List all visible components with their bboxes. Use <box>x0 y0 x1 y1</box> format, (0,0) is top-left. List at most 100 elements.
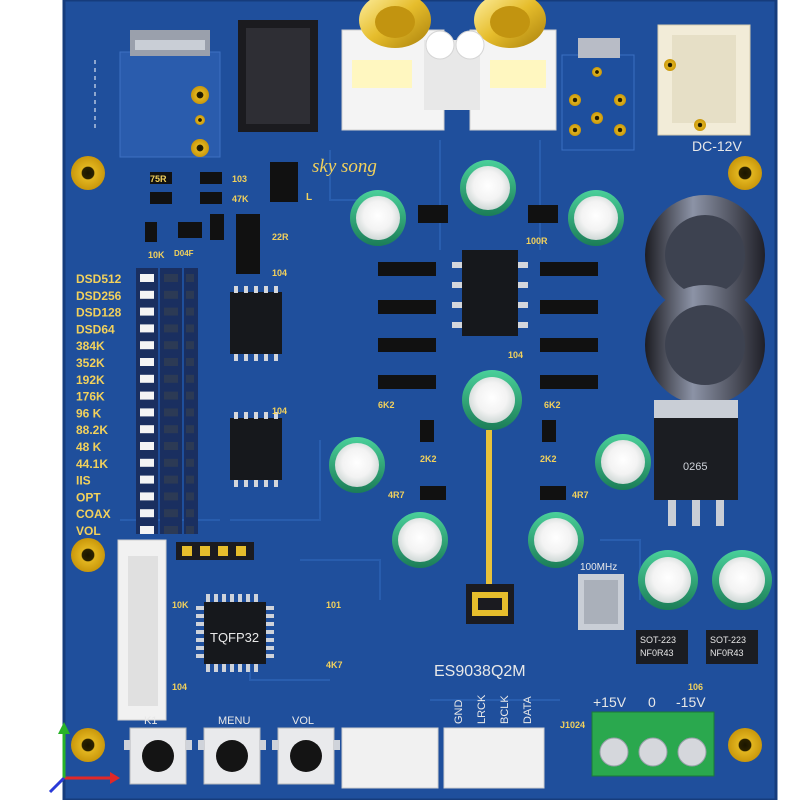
mini-jack <box>561 38 635 151</box>
push-button-k1[interactable] <box>124 727 192 785</box>
push-button-menu[interactable] <box>198 727 266 785</box>
sot-sub-2: NF0R43 <box>710 648 744 658</box>
led-indicator <box>186 358 194 366</box>
board-traces <box>120 140 641 701</box>
label-4k7: 4K7 <box>326 660 343 670</box>
led-indicator <box>164 391 178 400</box>
led-label-10: 48 K <box>76 440 102 454</box>
led-indicator <box>164 341 178 350</box>
label-104-c: 104 <box>508 350 523 360</box>
led-indicator <box>164 442 178 450</box>
led-label-14: COAX <box>76 507 111 521</box>
qfp-label: TQFP32 <box>210 630 259 645</box>
label-103: 103 <box>232 174 247 184</box>
led-label-8: 96 K <box>76 406 102 420</box>
led-indicator <box>186 290 194 299</box>
led-label-7: 176K <box>76 390 105 404</box>
push-button-vol[interactable] <box>272 727 340 785</box>
sot-label-2: SOT-223 <box>710 635 746 645</box>
led-indicator <box>186 408 194 417</box>
led-indicator <box>140 391 154 400</box>
led-indicator <box>186 274 194 282</box>
led-indicator <box>186 492 194 501</box>
mounting-holes <box>71 156 762 762</box>
regulator-label: 0265 <box>683 461 707 473</box>
led-indicator <box>164 324 178 333</box>
led-indicator <box>164 425 178 434</box>
led-indicator <box>140 341 154 350</box>
led-indicator <box>164 492 178 501</box>
oscillator-label: 100MHz <box>580 562 617 573</box>
label-2k2-a: 2K2 <box>420 454 437 464</box>
led-indicator <box>186 425 194 434</box>
sot-label-1: SOT-223 <box>640 635 676 645</box>
led-label-4: 384K <box>76 339 105 353</box>
led-label-12: IIS <box>76 474 91 488</box>
button-label-0: K1 <box>144 715 157 727</box>
label-4r7-a: 4R7 <box>388 490 405 500</box>
led-indicator <box>140 307 154 316</box>
resistor-arrays <box>378 205 598 500</box>
rca-jacks <box>341 0 557 131</box>
dc-power-label: DC-12V <box>692 138 742 154</box>
oscillator <box>578 574 624 630</box>
led-label-2: DSD128 <box>76 306 122 320</box>
led-indicator <box>140 290 154 299</box>
label-4r7-b: 4R7 <box>572 490 589 500</box>
label-j1024: J1024 <box>560 720 585 730</box>
sot223-regulators <box>636 630 758 664</box>
label-47k: 47K <box>232 194 249 204</box>
power-terminal <box>591 711 715 777</box>
top-left-smd <box>145 162 298 274</box>
led-indicator <box>140 374 154 383</box>
label-104-a: 104 <box>272 268 287 278</box>
led-indicator <box>164 290 178 299</box>
button-label-1: MENU <box>218 715 250 727</box>
led-indicator <box>140 526 154 534</box>
label-104-d: 104 <box>172 682 187 692</box>
i2s-pin-label-2: BCLK <box>499 695 511 724</box>
button-label-2: VOL <box>292 715 314 727</box>
led-indicator <box>140 458 154 467</box>
led-indicator <box>140 425 154 434</box>
dc-jack <box>657 24 751 136</box>
led-indicator <box>186 442 194 450</box>
led-indicator <box>164 475 178 484</box>
usb-connector <box>94 30 221 158</box>
led-label-5: 352K <box>76 356 105 370</box>
label-100r: 100R <box>526 236 548 246</box>
bottom-connectors <box>341 727 545 789</box>
i2s-pin-label-3: DATA <box>522 696 534 724</box>
led-indicator <box>164 408 178 417</box>
axis-gizmo <box>48 722 120 794</box>
led-indicator <box>140 492 154 501</box>
label-l: L <box>306 192 312 203</box>
led-indicator <box>140 475 154 484</box>
label-10k: 10K <box>148 250 165 260</box>
led-indicator <box>140 408 154 417</box>
led-label-13: OPT <box>76 490 101 504</box>
power-terminal-label-1: 0 <box>648 694 656 710</box>
led-indicator <box>186 307 194 316</box>
led-column <box>136 268 198 534</box>
power-terminal-label-0: +15V <box>593 694 627 710</box>
green-capacitors <box>329 160 772 610</box>
led-indicator <box>164 358 178 366</box>
led-label-0: DSD512 <box>76 272 122 286</box>
led-indicator <box>164 374 178 383</box>
led-indicator <box>164 274 178 282</box>
brand-text: sky song <box>312 156 377 177</box>
led-indicator <box>164 458 178 467</box>
led-label-6: 192K <box>76 373 105 387</box>
led-label-3: DSD64 <box>76 322 115 336</box>
led-indicator <box>140 442 154 450</box>
label-6k2-b: 6K2 <box>544 400 561 410</box>
opamp-ics <box>230 250 518 480</box>
led-indicator <box>140 274 154 282</box>
optical-connector <box>238 20 318 132</box>
i2s-pin-label-1: LRCK <box>476 694 488 724</box>
pin-header <box>176 542 254 560</box>
